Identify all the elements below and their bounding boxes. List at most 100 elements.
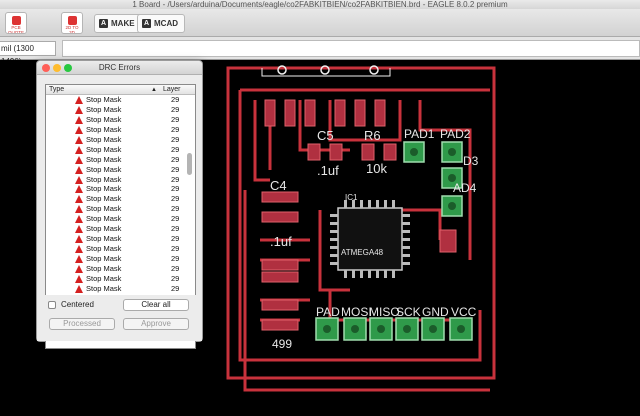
smd-pad	[261, 299, 299, 311]
processed-button[interactable]: Processed	[49, 318, 115, 330]
error-type: Stop Mask	[86, 184, 122, 194]
error-layer: 29	[171, 194, 180, 204]
pad1-label: PAD1	[404, 127, 435, 141]
command-bar: mil (1300 1490)	[0, 37, 640, 66]
pcb-layout: C5 .1uf R6 10k C4 .1uf IC1 ATMEGA48 PAD1…	[226, 65, 496, 392]
warning-icon	[75, 205, 83, 214]
error-layer: 29	[171, 95, 180, 104]
error-layer: 29	[171, 164, 180, 174]
smd-pad	[261, 319, 299, 331]
error-type: Stop Mask	[86, 214, 122, 224]
pad4-label: AD4	[453, 181, 477, 195]
warning-icon	[75, 135, 83, 144]
approve-button[interactable]: Approve	[123, 318, 189, 330]
error-type: Stop Mask	[86, 95, 122, 104]
header-label-mosi: MOSI	[341, 305, 372, 319]
close-icon[interactable]	[42, 64, 50, 72]
error-type: Stop Mask	[86, 254, 122, 263]
error-layer: 29	[171, 234, 180, 244]
warning-icon	[75, 115, 83, 124]
drc-error-row[interactable]: Stop Mask 29	[46, 105, 195, 115]
smd-pad	[334, 99, 346, 127]
column-layer[interactable]: Layer	[163, 86, 181, 93]
error-type: Stop Mask	[86, 224, 122, 234]
warning-icon	[75, 195, 83, 204]
smd-pad	[304, 99, 316, 127]
smd-pad	[261, 259, 299, 271]
warning-icon	[75, 225, 83, 234]
drc-error-row[interactable]: Stop Mask 29	[46, 115, 195, 125]
ic1-label: IC1	[345, 193, 358, 202]
pad3-label: D3	[463, 154, 479, 168]
error-layer: 29	[171, 254, 180, 263]
smd-pad	[261, 271, 299, 283]
drc-error-row[interactable]: Stop Mask 29	[46, 274, 195, 284]
drc-error-row[interactable]: Stop Mask 29	[46, 95, 195, 105]
pcb-quote-icon	[11, 16, 21, 25]
smd-pad	[383, 143, 397, 161]
2d-to-3d-button[interactable]: 2D TO 3D	[61, 12, 83, 34]
3d-icon	[67, 16, 77, 25]
minimize-icon[interactable]	[53, 64, 61, 72]
error-type: Stop Mask	[86, 144, 122, 154]
zoom-icon[interactable]	[64, 64, 72, 72]
clear-all-button[interactable]: Clear all	[123, 299, 189, 311]
error-layer: 29	[171, 263, 180, 273]
drc-error-row[interactable]: Stop Mask 29	[46, 254, 195, 264]
error-type: Stop Mask	[86, 244, 122, 254]
c4-value: .1uf	[270, 234, 292, 249]
drc-error-row[interactable]: Stop Mask 29	[46, 165, 195, 175]
drc-error-row[interactable]: Stop Mask 29	[46, 264, 195, 274]
warning-icon	[75, 96, 83, 104]
error-type: Stop Mask	[86, 273, 122, 283]
trace-right	[328, 100, 472, 260]
centered-checkbox[interactable]	[48, 301, 56, 309]
board-outline	[226, 66, 496, 380]
error-layer: 29	[171, 114, 180, 124]
header-label-gnd: GND	[422, 305, 449, 319]
dialog-title: DRC Errors	[98, 63, 141, 72]
error-type: Stop Mask	[86, 134, 122, 144]
c4-label: C4	[270, 178, 287, 193]
error-type: Stop Mask	[86, 263, 122, 273]
error-layer: 29	[171, 204, 180, 214]
error-layer: 29	[171, 283, 180, 293]
error-type: Stop Mask	[86, 164, 122, 174]
error-layer: 29	[171, 154, 180, 164]
warning-icon	[75, 264, 83, 273]
error-layer: 29	[171, 104, 180, 114]
warning-icon	[75, 165, 83, 174]
error-layer: 29	[171, 273, 180, 283]
warning-icon	[75, 235, 83, 244]
list-header: Type ▲ Layer	[46, 85, 195, 95]
error-type: Stop Mask	[86, 114, 122, 124]
warning-icon	[75, 185, 83, 194]
trace-perimeter	[243, 190, 490, 392]
pcb-quote-label: PCB QUOTE	[7, 25, 24, 34]
c5-value: .1uf	[317, 163, 339, 178]
column-type[interactable]: Type	[49, 86, 65, 93]
list-scrollbar[interactable]	[187, 153, 192, 175]
pcb-quote-button[interactable]: PCB QUOTE	[5, 12, 27, 34]
header-label-pad: PAD	[316, 305, 340, 319]
warning-icon	[75, 215, 83, 224]
command-input[interactable]	[62, 40, 640, 57]
error-type: Stop Mask	[86, 104, 122, 114]
